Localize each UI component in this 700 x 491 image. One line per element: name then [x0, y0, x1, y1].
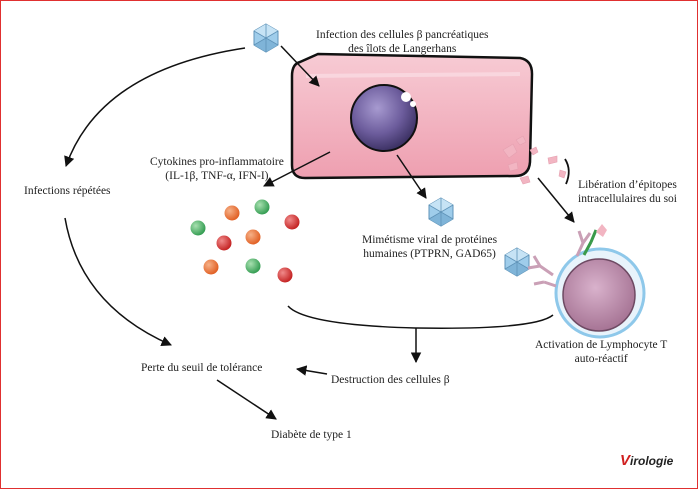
virus-icon-top — [253, 23, 279, 53]
virologie-logo: Virologie — [620, 452, 674, 469]
arrows — [64, 45, 575, 420]
label-destruction: Destruction des cellules β — [331, 374, 450, 386]
label-liberation: Libération d’épitopes intracellulaires d… — [578, 179, 677, 205]
cytokines-cluster — [190, 199, 300, 283]
label-activation: Activation de Lymphocyte T auto-réactif — [535, 339, 668, 365]
label-infection: Infection des cellules β pancréatiques d… — [316, 29, 489, 55]
label-mimetisme: Mimétisme viral de protéines humaines (P… — [362, 234, 498, 260]
tcr-receptor-icon — [527, 224, 607, 288]
virus-icon-middle — [428, 197, 454, 227]
virus-icon-lymphocyte — [504, 247, 530, 277]
label-infections-repetees: Infections répétées — [24, 185, 111, 197]
nucleus — [350, 84, 418, 152]
epitope-fragments-icon — [502, 135, 567, 185]
label-diabete: Diabète de type 1 — [271, 429, 352, 441]
label-cytokines: Cytokines pro-inflammatoire (IL-1β, TNF-… — [150, 156, 284, 182]
lymphocyte-t — [554, 247, 646, 339]
label-perte-seuil: Perte du seuil de tolérance — [141, 362, 263, 374]
epitope-curve — [564, 158, 570, 185]
